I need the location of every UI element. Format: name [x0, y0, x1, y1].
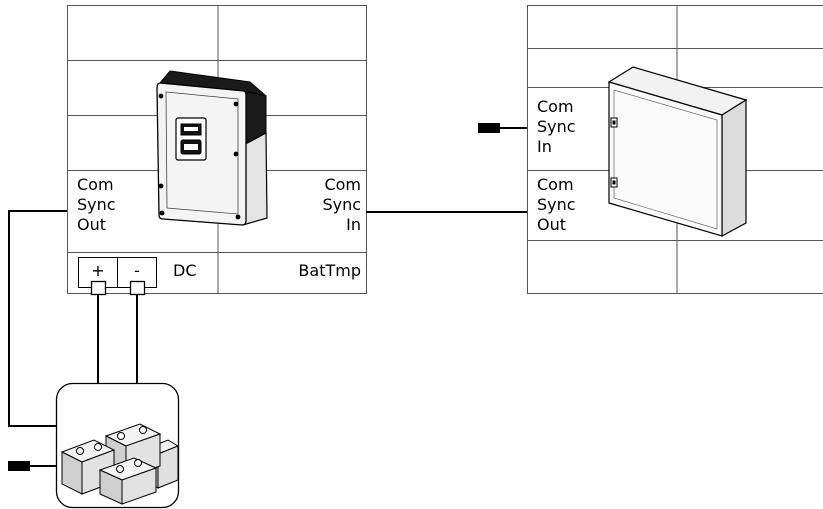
terminator-plug-icon	[478, 123, 500, 133]
left-com-sync-out-line1: Com	[77, 175, 114, 194]
right-com-sync-out-line2: Sync	[537, 195, 576, 214]
right-com-sync-in-line2: Sync	[537, 117, 576, 136]
switch-cabinet-icon	[607, 66, 748, 238]
wiring	[8, 127, 527, 467]
left-com-sync-in-line3: In	[346, 215, 361, 234]
right-com-sync-out-line1: Com	[537, 175, 574, 194]
right-com-sync-out-line3: Out	[537, 215, 566, 234]
dc-label: DC	[173, 261, 197, 280]
left-com-sync-out-line3: Out	[77, 215, 106, 234]
left-panel-border	[67, 5, 367, 294]
left-unit-panel: Com Sync Out Com Sync In + - DC BatTmp	[67, 5, 367, 296]
battery-cell	[98, 457, 158, 505]
left-com-sync-out-line2: Sync	[77, 195, 116, 214]
dc-plus-label: +	[91, 261, 104, 280]
battery-bank-icon	[55, 382, 180, 509]
com-sync-out-wire	[8, 210, 67, 427]
dc-plus-terminal	[90, 280, 107, 296]
left-com-sync-in-line1: Com	[324, 175, 361, 194]
right-com-sync-in-line3: In	[537, 137, 552, 156]
right-com-sync-in-line1: Com	[537, 97, 574, 116]
dc-minus-label: -	[134, 261, 140, 280]
dc-minus-terminal	[129, 280, 146, 296]
left-com-sync-in-line2: Sync	[322, 195, 361, 214]
inverter-device-icon	[156, 70, 268, 226]
battery-temp-label: BatTmp	[298, 261, 361, 280]
terminator-plug-icon	[8, 461, 30, 471]
